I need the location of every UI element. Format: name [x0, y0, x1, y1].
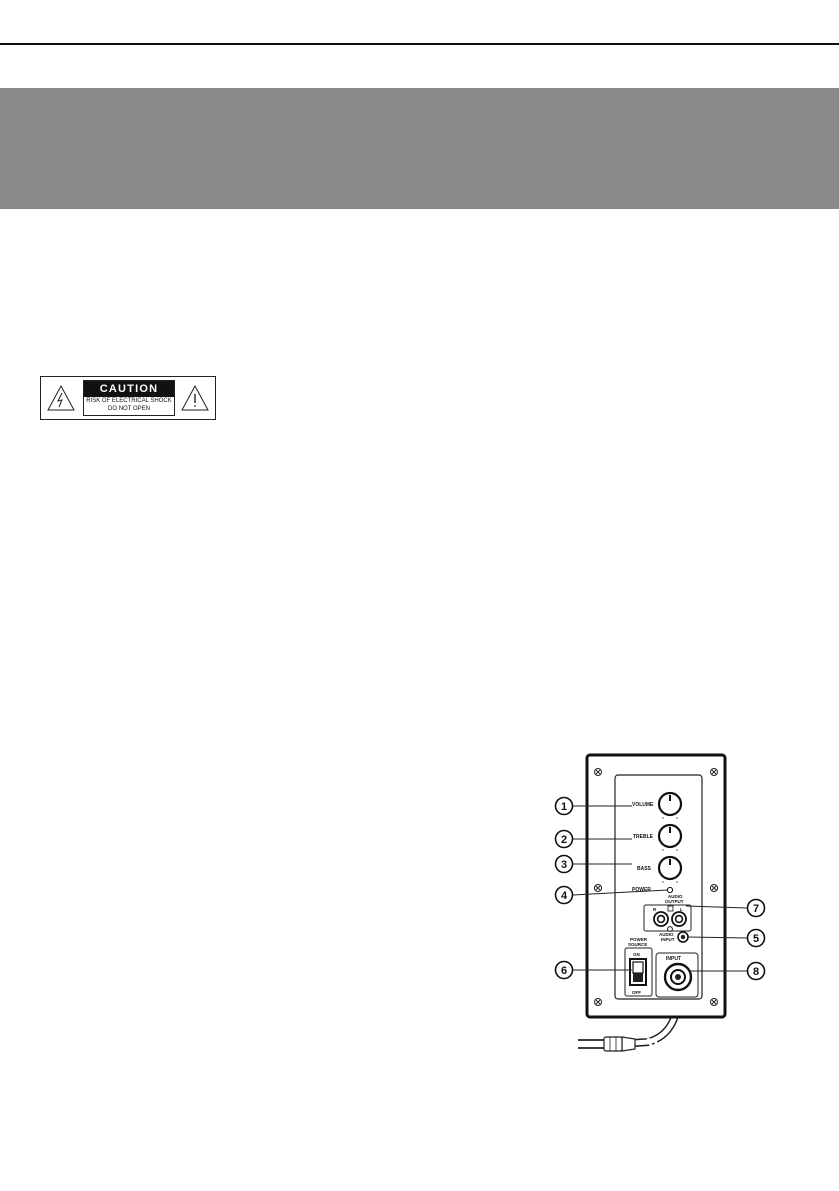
r-label: R — [653, 907, 657, 912]
power-label: POWER — [632, 887, 651, 893]
callout-2-number: 2 — [561, 834, 567, 846]
bass-knob[interactable] — [657, 855, 683, 881]
caution-title: CAUTION — [84, 381, 174, 397]
audio-input-jack[interactable] — [677, 931, 689, 943]
treble-knob[interactable] — [657, 823, 683, 849]
audio-output-label-2: OUTPUT — [665, 899, 684, 904]
top-rule — [0, 43, 839, 45]
callout-8-number: 8 — [753, 966, 759, 978]
power-input-socket[interactable] — [663, 962, 693, 992]
inner-plate — [614, 774, 703, 1000]
caution-line-2: DO NOT OPEN — [108, 406, 150, 412]
callout-8 — [746, 961, 766, 981]
on-label: ON — [633, 952, 640, 957]
callout-5-number: 5 — [753, 933, 759, 945]
callout-3 — [554, 854, 574, 874]
caution-label: CAUTION RISK OF ELECTRICAL SHOCK DO NOT … — [40, 376, 216, 420]
power-led — [666, 886, 674, 894]
audio-output-r-jack[interactable] — [653, 911, 669, 927]
audio-input-label-1: AUDIO — [659, 932, 674, 937]
callout-4-number: 4 — [561, 890, 568, 902]
power-switch[interactable] — [629, 958, 647, 986]
audio-input-label-2: INPUT — [661, 937, 675, 942]
treble-label: TREBLE — [633, 834, 654, 840]
callout-7-number: 7 — [753, 903, 759, 915]
caution-center: CAUTION RISK OF ELECTRICAL SHOCK DO NOT … — [83, 380, 175, 416]
callout-3-number: 3 — [561, 859, 567, 871]
callout-6-number: 6 — [561, 965, 567, 977]
callout-4 — [554, 885, 574, 905]
off-label: OFF — [632, 990, 641, 995]
power-plug-icon — [578, 1036, 636, 1052]
exclamation-warning-icon — [181, 385, 209, 411]
callout-2 — [554, 829, 574, 849]
audio-output-l-jack[interactable] — [671, 911, 687, 927]
lightning-warning-icon — [47, 385, 75, 411]
rear-panel-diagram: VOLUME TREBLE BASS POWER AUDIO OUTPUT R … — [540, 748, 800, 1068]
volume-label: VOLUME — [632, 802, 654, 808]
callout-5 — [746, 928, 766, 948]
power-source-label-2: SOURCE — [628, 942, 647, 947]
audio-output-label-1: AUDIO — [668, 894, 683, 899]
callout-1 — [554, 796, 574, 816]
callout-6 — [554, 960, 574, 980]
callout-7 — [746, 898, 766, 918]
volume-knob[interactable] — [657, 791, 683, 817]
header-band — [0, 88, 839, 209]
power-source-label-1: POWER — [630, 937, 648, 942]
input-label: INPUT — [666, 956, 681, 962]
l-label: L — [680, 907, 683, 912]
caution-line-1: RISK OF ELECTRICAL SHOCK — [86, 398, 172, 404]
bass-label: BASS — [637, 866, 652, 872]
callout-1-number: 1 — [561, 801, 567, 813]
